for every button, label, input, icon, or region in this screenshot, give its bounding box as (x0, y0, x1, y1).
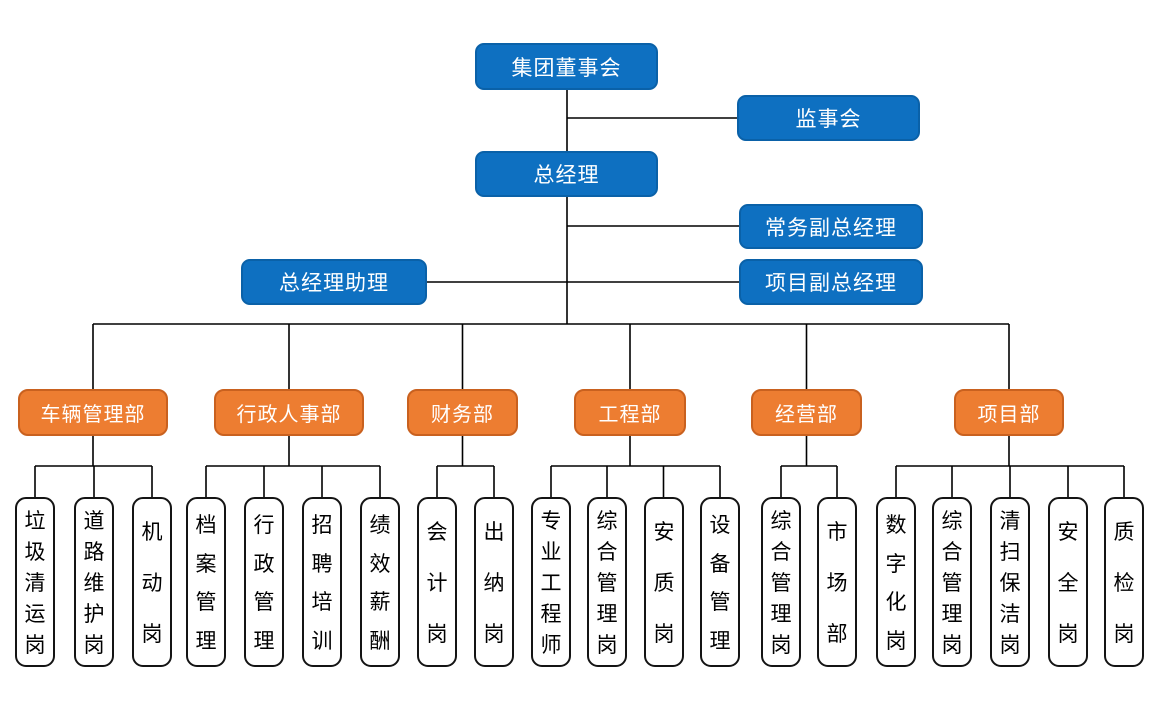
position-box-recruit-training: 招聘培训 (302, 497, 342, 667)
board-box: 集团董事会 (475, 43, 658, 90)
position-box-quality-check: 质检岗 (1104, 497, 1144, 667)
position-box-market: 市场部 (817, 497, 857, 667)
position-box-garbage-collection: 垃圾清运岗 (15, 497, 55, 667)
executive-deputy-gm-box: 常务副总经理 (739, 204, 923, 249)
position-box-admin-mgmt: 行政管理 (244, 497, 284, 667)
position-box-general-mgmt-eng: 综合管理岗 (587, 497, 627, 667)
position-box-general-mgmt-prj: 综合管理岗 (932, 497, 972, 667)
dept-engineering-box: 工程部 (574, 389, 686, 436)
position-box-cashier: 出纳岗 (474, 497, 514, 667)
dept-operations-box: 经营部 (751, 389, 862, 436)
position-box-mobile: 机动岗 (132, 497, 172, 667)
supervisory-board-box: 监事会 (737, 95, 920, 141)
gm-assistant-box: 总经理助理 (241, 259, 427, 305)
dept-admin-hr-box: 行政人事部 (214, 389, 364, 436)
dept-finance-box: 财务部 (407, 389, 518, 436)
position-box-safety: 安全岗 (1048, 497, 1088, 667)
position-box-archives: 档案管理 (186, 497, 226, 667)
general-manager-box: 总经理 (475, 151, 658, 197)
position-box-performance-pay: 绩效薪酬 (360, 497, 400, 667)
project-deputy-gm-box: 项目副总经理 (739, 259, 923, 305)
position-box-digitalization: 数字化岗 (876, 497, 916, 667)
position-box-road-maintenance: 道路维护岗 (74, 497, 114, 667)
dept-vehicle-management-box: 车辆管理部 (18, 389, 168, 436)
position-box-pro-engineer: 专业工程师 (531, 497, 571, 667)
position-box-cleaning: 清扫保洁岗 (990, 497, 1030, 667)
position-box-accounting: 会计岗 (417, 497, 457, 667)
position-box-equipment-mgmt: 设备管理 (700, 497, 740, 667)
position-box-safety-quality: 安质岗 (644, 497, 684, 667)
position-box-general-mgmt-ops: 综合管理岗 (761, 497, 801, 667)
dept-project-box: 项目部 (954, 389, 1064, 436)
